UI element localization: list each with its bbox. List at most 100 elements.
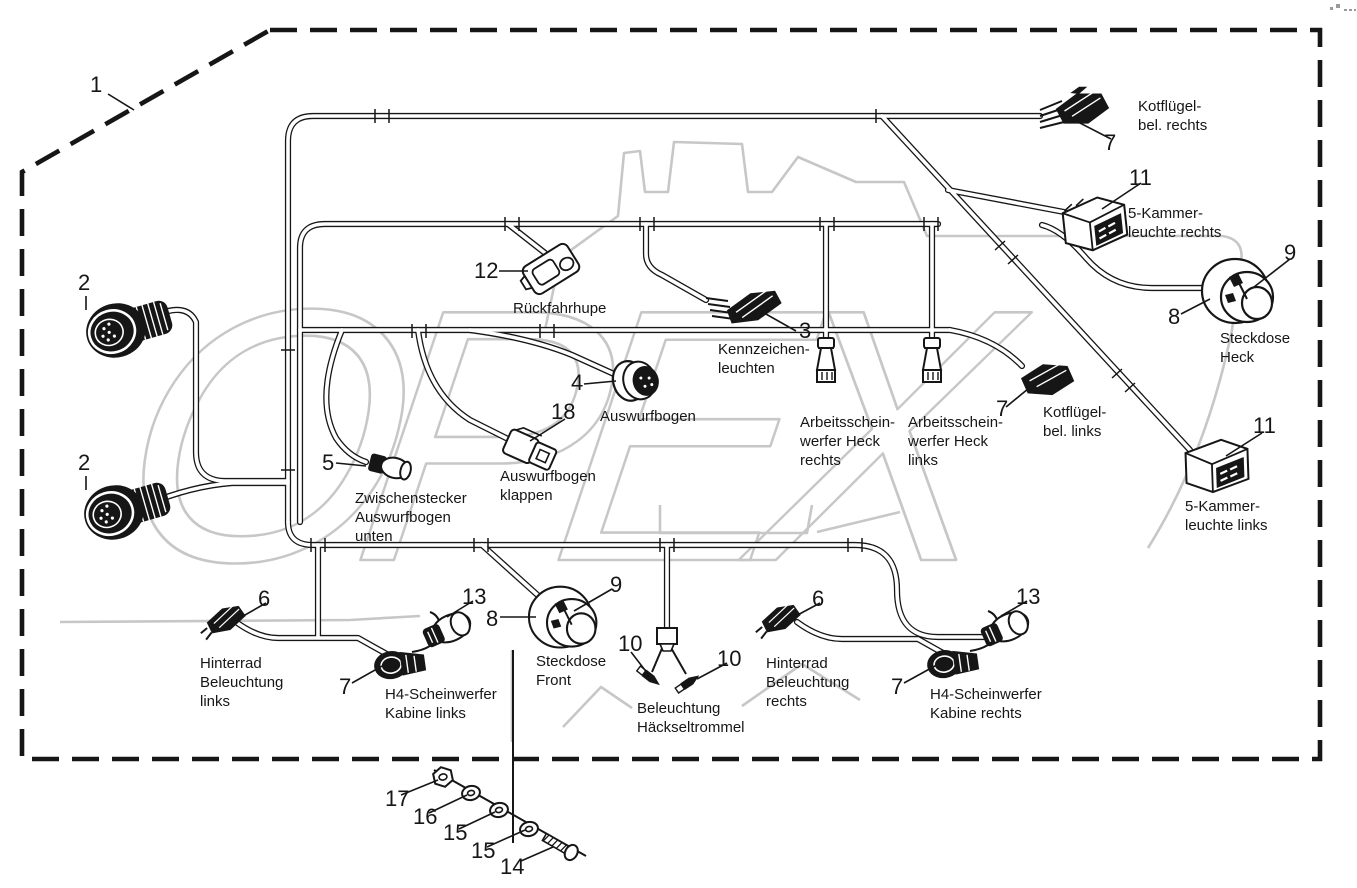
callout-17-nut: 17 [385, 786, 410, 811]
callout-18-klappen: 18 [551, 399, 576, 424]
label-h4-links: H4-Scheinwerfer Kabine links [385, 686, 497, 722]
ferrule-haeckseltrommel [656, 627, 678, 645]
label-auswurfbogen-klappen: Auswurfbogen klappen [500, 468, 596, 504]
connector-5kammer-links [1184, 438, 1250, 494]
connector-13-links [422, 611, 472, 648]
callout-2-lower: 2 [78, 450, 91, 475]
connector-auswurfbogen [611, 360, 659, 402]
callout-1-frame: 1 [90, 72, 103, 97]
washer-16 [461, 784, 481, 802]
wire-fan-kennzeichen [705, 297, 735, 320]
plug-arbeitsscheinwerfer-rechts [815, 337, 837, 383]
callout-5-zwischenstecker: 5 [322, 450, 335, 475]
label-kotfluegel-rechts: Kotflügel- bel. rechts [1138, 98, 1208, 134]
label-steckdose-heck: Steckdose Heck [1220, 330, 1291, 366]
round-connector-2-upper [86, 300, 173, 358]
callout-4-auswurfbogen: 4 [571, 370, 584, 395]
callout-11-links: 11 [1253, 413, 1276, 438]
connector-hinterrad-links [200, 604, 246, 641]
wire-fan-kotfluegel-rechts [1039, 100, 1069, 129]
tube-bus-b [298, 222, 940, 524]
callout-3-kennzeichen: 3 [799, 318, 812, 343]
label-5kammer-rechts: 5-Kammer- leuchte rechts [1128, 205, 1222, 241]
tube-branch-5kammer-rechts [946, 188, 1066, 214]
connector-h4-links [374, 651, 427, 680]
label-arbeitsscheinwerfer-rechts: Arbeitsschein- werfer Heck rechts [800, 414, 896, 469]
label-5kammer-links: 5-Kammer- leuchte links [1185, 498, 1268, 534]
callout-10-left: 10 [618, 631, 643, 656]
spade-terminal-left [635, 665, 660, 686]
connector-kotfluegel-links [1020, 363, 1075, 396]
callout-2-upper: 2 [78, 270, 91, 295]
wire-haeckseltrommel-b [669, 645, 687, 675]
label-auswurfbogen: Auswurfbogen [600, 408, 696, 425]
nut-17 [432, 766, 454, 788]
watermark-fragment-left [60, 616, 420, 622]
connector-5kammer-rechts [1061, 196, 1129, 252]
callout-12-rueckfahrhupe: 12 [474, 258, 499, 283]
callout-15-washer-b: 15 [471, 838, 496, 863]
connector-13-rechts [980, 610, 1030, 647]
connector-h4-rechts [927, 650, 980, 679]
callout-13-links: 13 [462, 584, 487, 609]
callout-8-heck: 8 [1168, 304, 1181, 329]
callout-7-h4-links: 7 [339, 674, 352, 699]
screw-14 [541, 832, 579, 862]
tube-kennzeichen [644, 222, 708, 302]
callout-9-front: 9 [610, 572, 623, 597]
round-connector-2-lower [84, 482, 171, 540]
connector-kotfluegel-rechts [1055, 86, 1110, 124]
callout-11-rechts: 11 [1129, 165, 1152, 190]
washer-15-a [489, 801, 509, 819]
label-hinterrad-links: Hinterrad Beleuchtung links [200, 655, 284, 710]
tube-main-trunk-top-bus [286, 114, 1042, 524]
tube-right-group-hinterrad [795, 620, 952, 659]
connector-hinterrad-rechts [755, 603, 801, 640]
callout-7-kotfluegel-rechts: 7 [1104, 130, 1117, 155]
wire-haeckseltrommel-a [651, 645, 664, 673]
callout-13-rechts: 13 [1016, 584, 1041, 609]
tube-bottom-bus [286, 520, 997, 639]
label-steckdose-front: Steckdose Front [536, 653, 607, 689]
socket-steckdose-front [527, 585, 598, 649]
callout-9-heck: 9 [1284, 240, 1297, 265]
callout-6-hinterrad-rechts: 6 [812, 586, 825, 611]
watermark-graphic: OPEX [60, 142, 1242, 742]
washer-15-b [519, 820, 539, 838]
connector-auswurfbogen-klappen [502, 427, 558, 471]
watermark-letters: OPEX [101, 234, 1045, 637]
label-rueckfahrhupe: Rückfahrhupe [513, 300, 607, 317]
label-h4-rechts: H4-Scheinwerfer Kabine rechts [930, 686, 1042, 722]
label-arbeitsscheinwerfer-links: Arbeitsschein- werfer Heck links [908, 414, 1004, 469]
tube-steckdose-front [480, 543, 544, 601]
callout-leader-lines [85, 93, 1291, 862]
connector-rueckfahrhupe [519, 242, 581, 296]
tube-auswurfbogen-klappen [416, 328, 508, 440]
callout-16-washer: 16 [413, 804, 438, 829]
corner-artifact [1330, 4, 1356, 11]
ferrule-haeckseltrommel-tip [658, 643, 676, 652]
label-kotfluegel-links: Kotflügel- bel. links [1043, 404, 1107, 440]
tube-auswurfbogen [468, 328, 616, 376]
callout-7-kotfluegel-links: 7 [996, 396, 1009, 421]
label-hinterrad-rechts: Hinterrad Beleuchtung rechts [766, 655, 850, 710]
callout-15-washer-a: 15 [443, 820, 468, 845]
tube-rueckfahrhupe [506, 222, 547, 255]
label-kennzeichenleuchten: Kennzeichen- leuchten [718, 341, 810, 377]
callout-8-front: 8 [486, 606, 499, 631]
socket-steckdose-heck [1200, 257, 1275, 325]
tube-kotfluegel-links [948, 328, 1024, 368]
tube-diagonal-right [880, 114, 1192, 452]
callout-10-right: 10 [717, 646, 742, 671]
label-haeckseltrommel: Beleuchtung Häckseltrommel [637, 700, 745, 736]
callout-6-hinterrad-links: 6 [258, 586, 271, 611]
tube-sleeve-marks [281, 109, 1136, 552]
callout-7-h4-rechts: 7 [891, 674, 904, 699]
connector-kennzeichen [726, 290, 782, 324]
tube-left-group-bus [234, 620, 394, 659]
spade-terminal-right [674, 675, 700, 694]
connector-zwischenstecker [368, 453, 412, 481]
callout-14-screw: 14 [500, 854, 525, 879]
